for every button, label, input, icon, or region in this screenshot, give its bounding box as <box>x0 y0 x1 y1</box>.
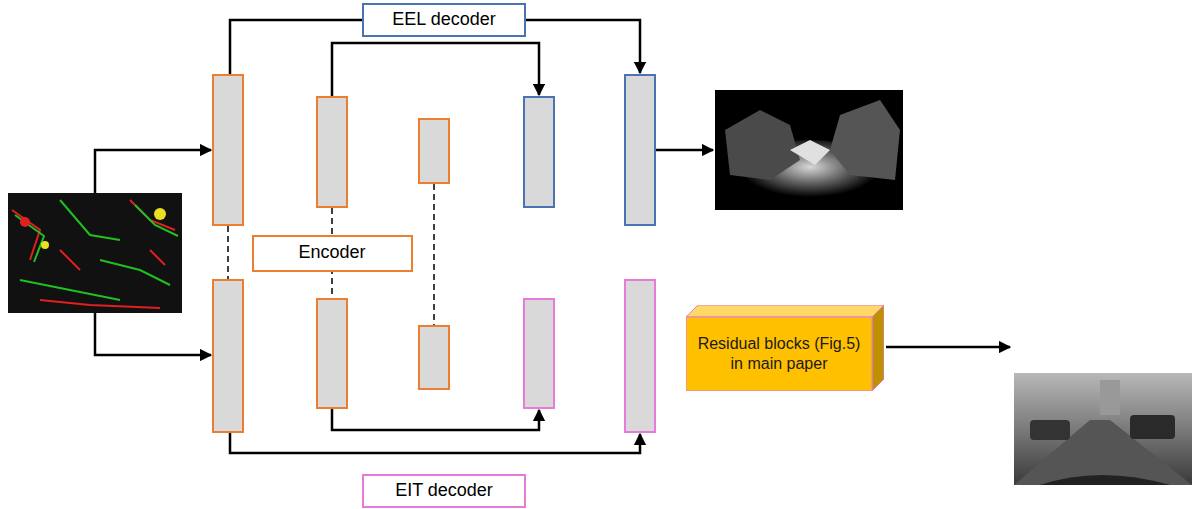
residual-block: Residual blocks (Fig.5) in main paper <box>686 305 884 391</box>
intensity-image <box>1014 373 1192 485</box>
decoder-label: EEL decoder <box>362 3 526 37</box>
depth-map <box>715 90 903 210</box>
layer-bars <box>213 75 655 432</box>
label-text: EEL decoder <box>392 9 495 31</box>
event-frame <box>8 193 182 313</box>
decoder-label: EIT decoder <box>362 474 526 508</box>
block-text: Residual blocks (Fig.5) in main paper <box>686 334 884 374</box>
label-text: EIT decoder <box>395 480 493 502</box>
label-text: Encoder <box>298 242 365 264</box>
wire-set <box>95 20 1010 453</box>
encoder-label: Encoder <box>252 235 413 272</box>
